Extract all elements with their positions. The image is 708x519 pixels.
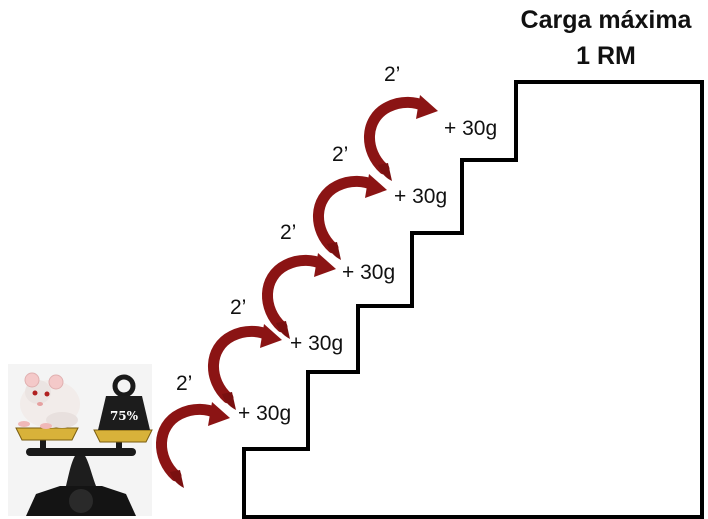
scale-knob — [69, 489, 93, 513]
scale-beam — [26, 448, 136, 456]
rat-image — [18, 372, 80, 429]
time-label-step-1: 2’ — [176, 372, 193, 395]
increment-label-step-2: + 30g — [290, 332, 344, 355]
increment-label-step-1: + 30g — [238, 402, 292, 425]
increment-label-step-5: + 30g — [444, 117, 498, 140]
title-line-1: Carga máxima — [520, 6, 692, 34]
time-label-step-4: 2’ — [332, 143, 349, 166]
title-line-2: 1 RM — [576, 42, 636, 70]
left-pan-support — [40, 436, 46, 450]
right-pan-support — [116, 436, 122, 450]
staircase-outline — [242, 80, 704, 519]
scale-pillar — [66, 450, 96, 486]
time-label-step-5: 2’ — [384, 63, 401, 86]
weight-label: 75% — [110, 409, 139, 423]
increment-label-step-3: + 30g — [342, 261, 396, 284]
increment-label-step-4: + 30g — [394, 185, 448, 208]
time-label-step-2: 2’ — [230, 296, 247, 319]
left-pan — [15, 427, 79, 441]
weight-icon — [98, 374, 150, 430]
time-label-step-3: 2’ — [280, 221, 297, 244]
right-pan — [93, 429, 153, 443]
